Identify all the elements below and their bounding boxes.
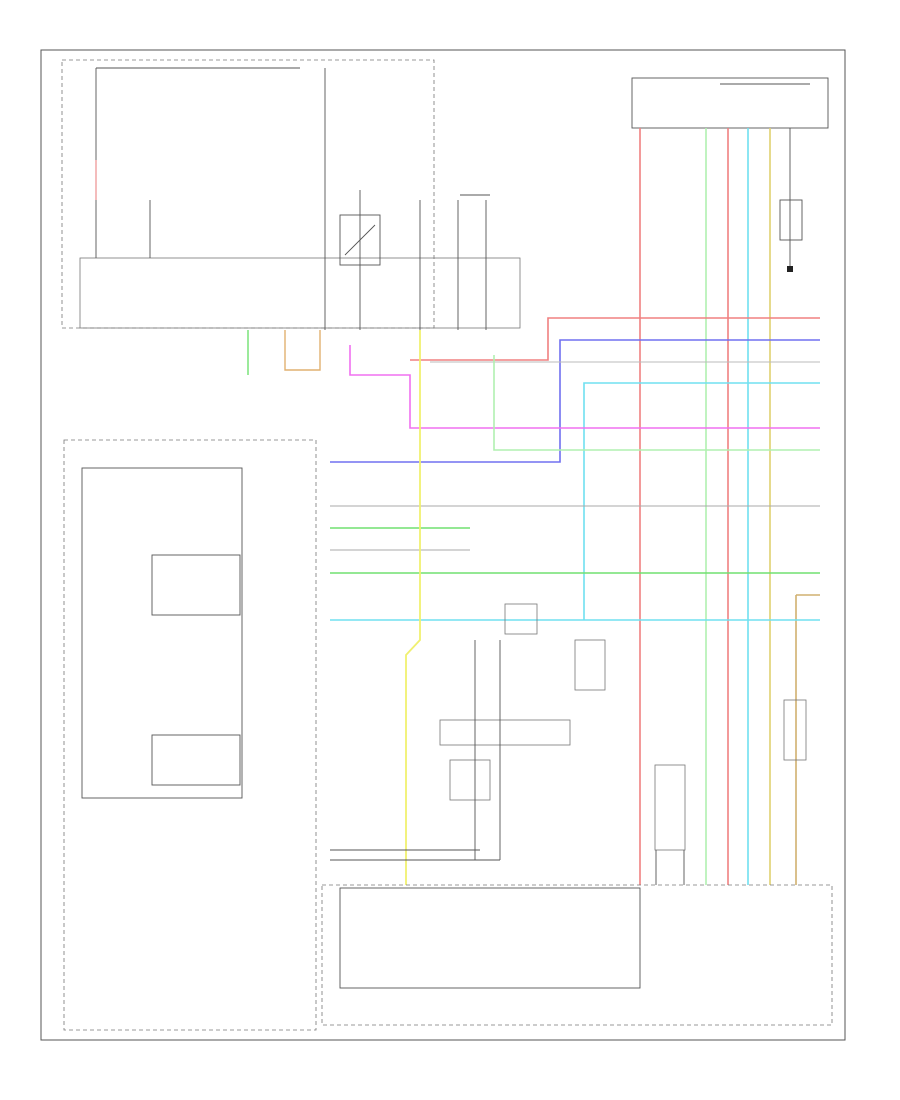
power-door-control-outline: [63, 439, 317, 1031]
yellow-wire: [405, 330, 421, 885]
horizontal-wires: [330, 317, 820, 621]
orange-wire: [284, 330, 321, 371]
ground-symbol: [787, 266, 793, 272]
connectors: [439, 603, 807, 851]
page-border: [40, 49, 846, 1041]
left-rear-switch-box: [151, 554, 241, 616]
master-switch-top: [631, 77, 829, 270]
ipdb-inner-outline: [79, 257, 521, 329]
fuse-feeds: [95, 67, 490, 330]
master-switch-unit: [81, 467, 243, 799]
lower-wires: [330, 640, 685, 885]
driver-control-inner: [339, 887, 641, 989]
fuse-box-outline: [61, 59, 435, 329]
driver-control-unit: [321, 884, 833, 1026]
window-lock-box: [151, 734, 241, 786]
